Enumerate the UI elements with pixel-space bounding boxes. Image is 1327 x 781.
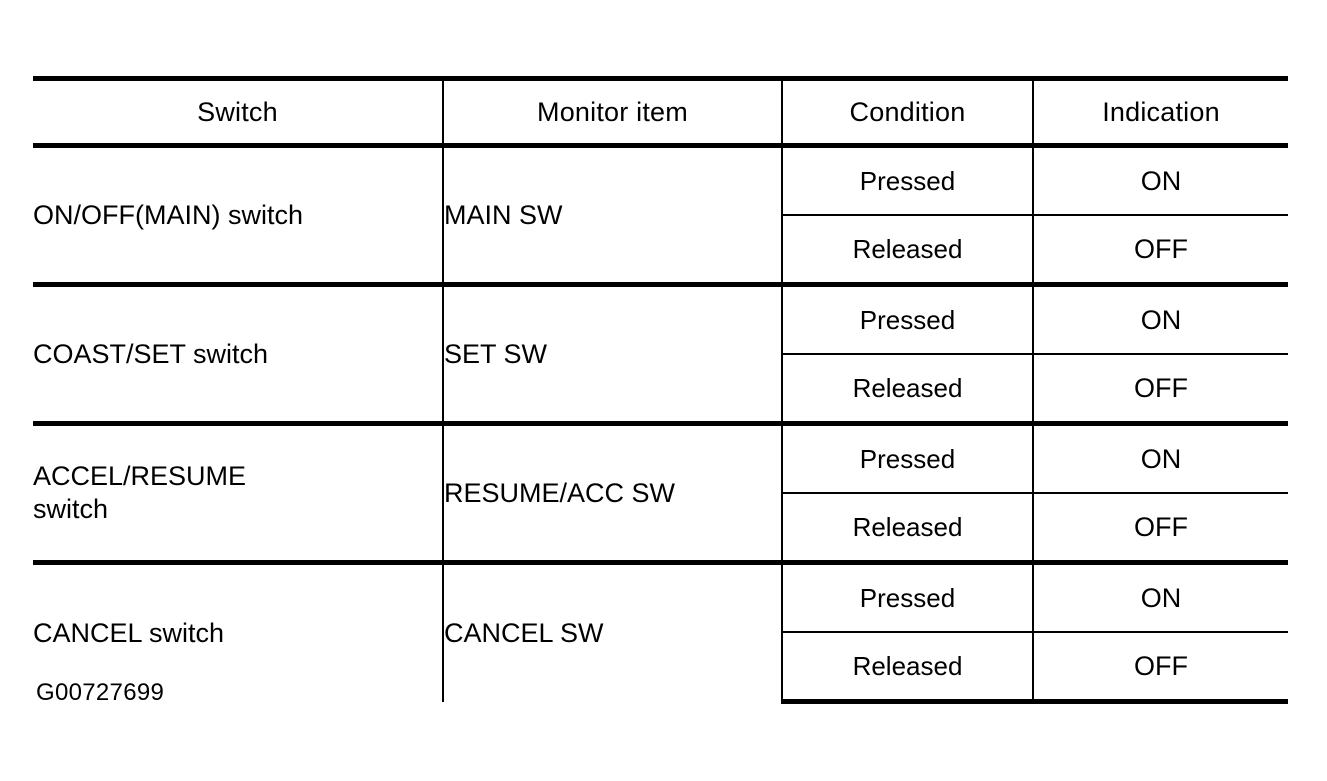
cell-condition: Released [782, 493, 1034, 565]
table-row: ON/OFF(MAIN) switch MAIN SW Pressed ON [33, 145, 1288, 285]
table-row: ACCEL/RESUME switch RESUME/ACC SW Presse… [33, 421, 1288, 563]
cell-indication: OFF [1033, 632, 1288, 704]
switch-name-line1: ON/OFF(MAIN) switch [33, 199, 303, 230]
switch-name-line1: CANCEL switch [33, 617, 225, 648]
cell-condition: Released [782, 632, 1034, 704]
cell-monitor-item: SET SW [443, 282, 783, 424]
cell-indication: OFF [1033, 354, 1288, 426]
cell-indication: OFF [1033, 215, 1288, 287]
cell-switch-name: CANCEL switch [33, 560, 444, 702]
cell-monitor-item: MAIN SW [443, 145, 783, 285]
cell-monitor-item: RESUME/ACC SW [443, 421, 783, 563]
cell-condition: Released [782, 354, 1034, 426]
cell-condition: Pressed [782, 145, 1034, 216]
cell-switch-name: COAST/SET switch [33, 282, 444, 424]
cell-condition: Pressed [782, 284, 1034, 355]
table-row: COAST/SET switch SET SW Pressed ON [33, 282, 1288, 424]
column-header-indication: Indication [1033, 76, 1288, 148]
cell-condition: Pressed [782, 562, 1034, 633]
table-header: Switch Monitor item Condition Indication [33, 76, 1288, 148]
column-header-monitor-item: Monitor item [443, 76, 783, 148]
cell-indication: ON [1033, 423, 1288, 494]
cell-condition: Released [782, 215, 1034, 287]
table-row: CANCEL switch CANCEL SW Pressed ON [33, 560, 1288, 702]
switch-monitor-table: Switch Monitor item Condition Indication… [33, 76, 1288, 704]
switch-name-line1: COAST/SET switch [33, 338, 269, 369]
cell-indication: ON [1033, 145, 1288, 216]
cell-indication: ON [1033, 284, 1288, 355]
figure-caption: G00727699 [36, 679, 165, 706]
cell-condition: Pressed [782, 423, 1034, 494]
cell-switch-name: ACCEL/RESUME switch [33, 421, 444, 563]
table-row: Released OFF [33, 493, 1288, 565]
switch-name-line1: ACCEL/RESUME [33, 461, 247, 492]
column-header-switch: Switch [33, 76, 444, 148]
table-header-row: Switch Monitor item Condition Indication [33, 76, 1288, 148]
cell-monitor-item: CANCEL SW [443, 560, 783, 702]
table-row: Released OFF [33, 632, 1288, 704]
cell-switch-name: ON/OFF(MAIN) switch [33, 145, 444, 285]
column-header-condition: Condition [782, 76, 1034, 148]
table-row: Released OFF [33, 215, 1288, 287]
table-body: ON/OFF(MAIN) switch MAIN SW Pressed ON R… [33, 145, 1288, 704]
table-row: Released OFF [33, 354, 1288, 426]
cell-indication: ON [1033, 562, 1288, 633]
cell-indication: OFF [1033, 493, 1288, 565]
switch-name-line2: switch [33, 494, 109, 524]
